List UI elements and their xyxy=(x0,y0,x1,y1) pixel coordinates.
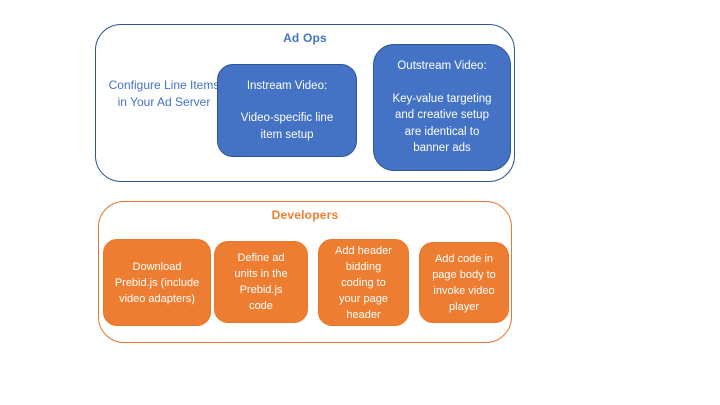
outstream-video-heading: Outstream Video: xyxy=(397,60,487,73)
outstream-video-body: Key-value targeting and creative setup a… xyxy=(392,92,492,155)
step-header-bidding-node: Add header bidding coding to your page h… xyxy=(318,239,409,326)
developers-group-title: Developers xyxy=(271,208,339,222)
ad-ops-group-title: Ad Ops xyxy=(283,31,327,45)
instream-video-body: Video-specific line item setup xyxy=(240,112,334,141)
step-invoke-player-node: Add code in page body to invoke video pl… xyxy=(419,242,509,323)
step-download-prebid-label: Download Prebid.js (include video adapte… xyxy=(114,260,200,305)
step-invoke-player-label: Add code in page body to invoke video pl… xyxy=(432,252,496,313)
instream-video-heading: Instream Video: xyxy=(246,79,328,92)
ad-ops-group: Ad Ops Configure Line Items in Your Ad S… xyxy=(95,24,515,182)
outstream-video-node: Outstream Video: Key-value targeting and… xyxy=(373,44,511,171)
step-header-bidding-label: Add header bidding coding to your page h… xyxy=(335,244,392,321)
ad-ops-side-note: Configure Line Items in Your Ad Server xyxy=(108,78,220,109)
step-download-prebid-node: Download Prebid.js (include video adapte… xyxy=(103,239,211,326)
instream-video-node: Instream Video: Video-specific line item… xyxy=(217,64,357,157)
developers-group: Developers Download Prebid.js (include v… xyxy=(98,201,512,343)
step-define-ad-units-label: Define ad units in the Prebid.js code xyxy=(234,252,288,312)
step-define-ad-units-node: Define ad units in the Prebid.js code xyxy=(214,241,308,323)
